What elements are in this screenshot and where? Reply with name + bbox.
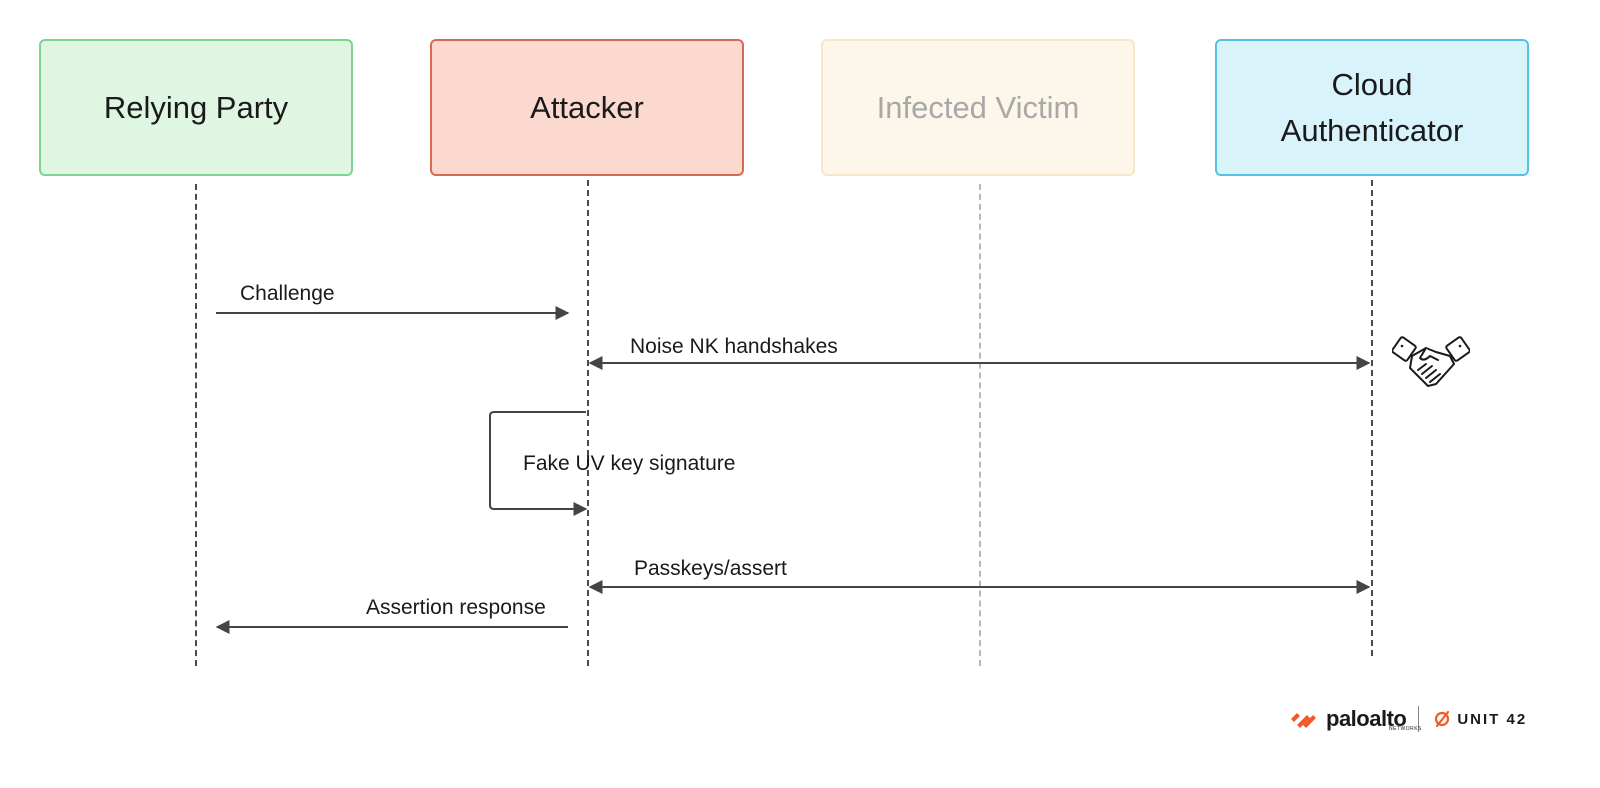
label-assertion-response: Assertion response <box>366 596 546 619</box>
paloalto-logo-mark <box>1291 713 1316 728</box>
unit42-logo-mark <box>1435 710 1450 728</box>
label-passkeys-assert: Passkeys/assert <box>634 557 787 580</box>
paloalto-logo-text: paloalto <box>1326 706 1407 731</box>
actor-attacker: Attacker <box>430 39 744 176</box>
label-noise-handshakes: Noise NK handshakes <box>630 335 838 358</box>
lifeline-attacker <box>587 180 589 666</box>
lifeline-relying-party <box>195 184 197 666</box>
label-challenge: Challenge <box>240 282 335 305</box>
actor-cloud-authenticator: Cloud Authenticator <box>1215 39 1529 176</box>
lifeline-infected-victim <box>979 184 981 666</box>
lifeline-cloud-authenticator <box>1371 180 1373 656</box>
arrow-fake-uv-signature <box>489 411 588 516</box>
brand-logo: paloalto NETWORKS UNIT 42 <box>1290 702 1540 736</box>
label-fake-uv-signature: Fake UV key signature <box>523 452 736 475</box>
paloalto-logo-subtext: NETWORKS <box>1389 726 1422 732</box>
actor-infected-victim: Infected Victim <box>821 39 1135 176</box>
actor-relying-party: Relying Party <box>39 39 353 176</box>
unit42-logo-text: UNIT 42 <box>1457 710 1528 728</box>
logo-divider <box>1418 706 1420 732</box>
handshake-icon <box>1392 336 1470 387</box>
